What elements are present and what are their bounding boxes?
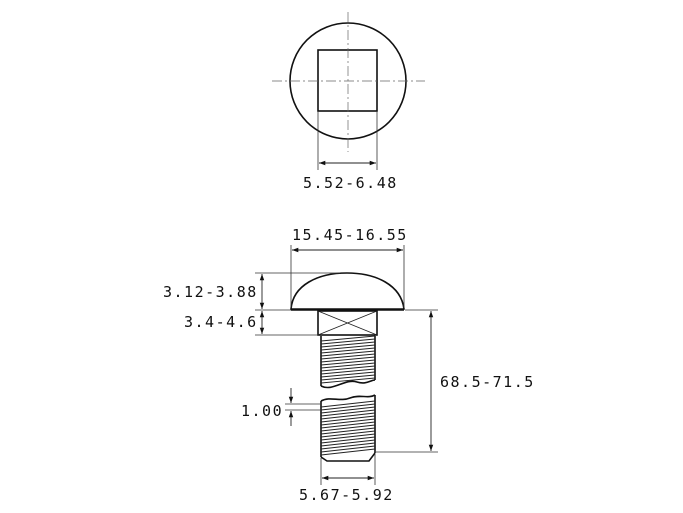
thread-diameter-label: 5.67-5.92 (299, 486, 394, 504)
thread-pitch-label: 1.00 (241, 402, 283, 420)
square-neck-outline (317, 49, 378, 112)
length-label: 68.5-71.5 (440, 373, 535, 391)
lower-thread-section (320, 394, 376, 462)
square-neck (317, 310, 378, 336)
side-view: 15.45-16.55 3.12-3.88 3.4-4.6 68.5-71.5 … (163, 226, 535, 504)
upper-thread-section (320, 335, 376, 389)
head-height-label: 3.12-3.88 (163, 283, 258, 301)
lower-break-line (320, 394, 376, 402)
upper-break-line (320, 379, 376, 389)
neck-height-label: 3.4-4.6 (184, 313, 258, 331)
neck-diagonal-2 (317, 310, 378, 336)
thread-end (320, 452, 376, 462)
head-diameter-label: 15.45-16.55 (292, 226, 408, 244)
top-view: 5.52-6.48 (272, 12, 425, 192)
square-width-label: 5.52-6.48 (303, 174, 398, 192)
dome-head (290, 272, 405, 310)
